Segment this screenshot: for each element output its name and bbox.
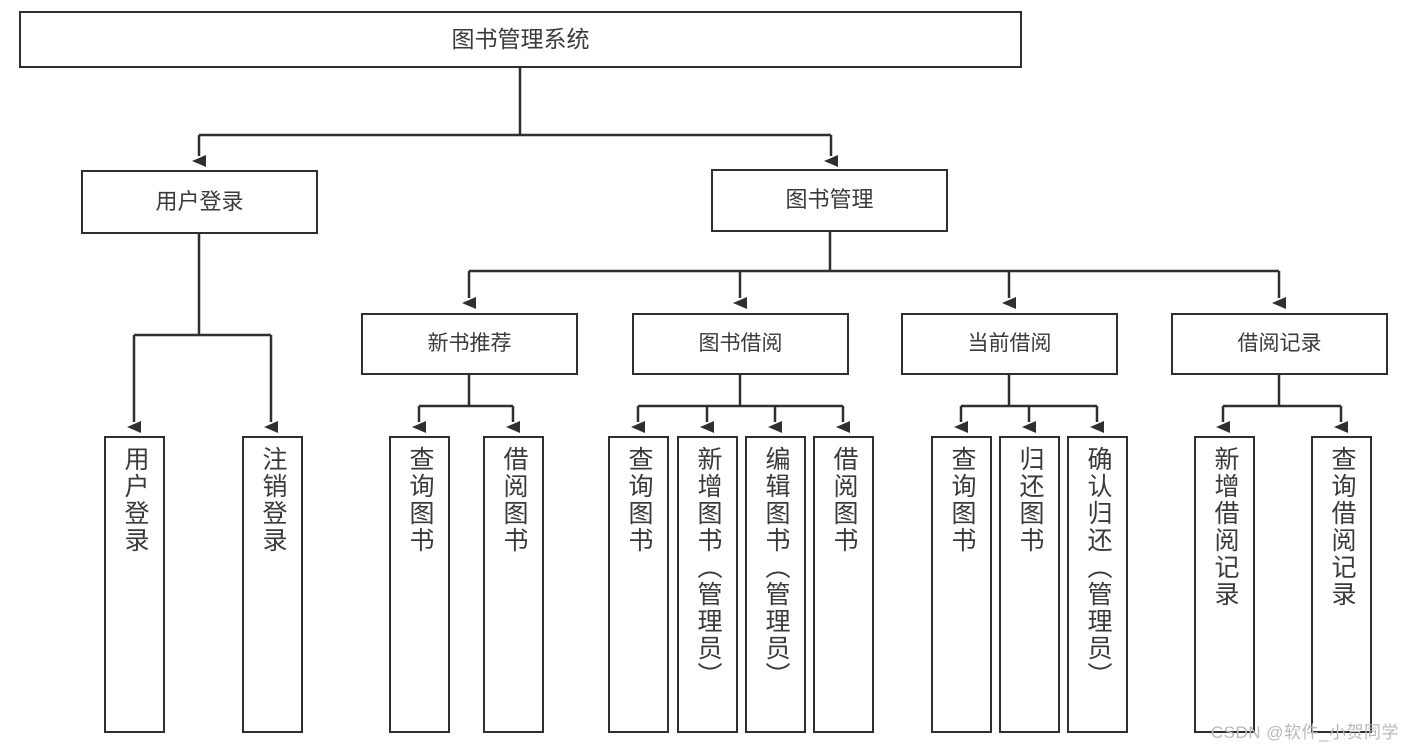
node-label: 新书推荐: [427, 332, 512, 356]
leaf-user-login[interactable]: 用户登录: [104, 436, 165, 733]
node-book-management[interactable]: 图书管理: [711, 169, 948, 232]
node-borrow-record[interactable]: 借阅记录: [1171, 313, 1388, 375]
leaf-query-borrow-record[interactable]: 查询借阅记录: [1311, 436, 1372, 733]
node-root-library-system[interactable]: 图书管理系统: [19, 11, 1022, 68]
watermark: CSDN @软件_小贺同学: [1210, 723, 1399, 742]
node-label: 借阅记录: [1237, 332, 1322, 356]
leaf-return-books[interactable]: 归还图书: [999, 436, 1060, 733]
node-label: 查询图书: [406, 446, 434, 554]
node-label: 编辑图书（管理员）: [762, 446, 790, 689]
node-label: 借阅图书: [500, 446, 528, 554]
node-label: 新增图书（管理员）: [694, 446, 722, 689]
node-label: 新增借阅记录: [1211, 446, 1239, 608]
node-new-book-recommend[interactable]: 新书推荐: [361, 313, 578, 375]
leaf-add-book-admin[interactable]: 新增图书（管理员）: [677, 436, 738, 733]
leaf-borrow-books-recommend[interactable]: 借阅图书: [483, 436, 544, 733]
node-label: 借阅图书: [830, 446, 858, 554]
leaf-logout[interactable]: 注销登录: [242, 436, 303, 733]
node-book-borrow[interactable]: 图书借阅: [632, 313, 849, 375]
node-label: 归还图书: [1016, 446, 1044, 554]
leaf-borrow-books[interactable]: 借阅图书: [813, 436, 874, 733]
leaf-query-books-recommend[interactable]: 查询图书: [389, 436, 450, 733]
node-current-borrow[interactable]: 当前借阅: [901, 313, 1118, 375]
leaf-add-borrow-record[interactable]: 新增借阅记录: [1194, 436, 1255, 733]
node-label: 当前借阅: [967, 332, 1052, 356]
node-label: 图书借阅: [698, 332, 783, 356]
leaf-query-books-borrow[interactable]: 查询图书: [608, 436, 669, 733]
node-label: 图书管理: [785, 187, 874, 213]
node-label: 查询图书: [948, 446, 976, 554]
leaf-query-books-current[interactable]: 查询图书: [931, 436, 992, 733]
leaf-confirm-return-admin[interactable]: 确认归还（管理员）: [1067, 436, 1128, 733]
node-label: 用户登录: [121, 446, 149, 554]
node-label: 用户登录: [155, 188, 244, 214]
node-label: 注销登录: [259, 446, 287, 554]
leaf-edit-book-admin[interactable]: 编辑图书（管理员）: [745, 436, 806, 733]
node-label: 图书管理系统: [451, 25, 590, 52]
node-label: 查询借阅记录: [1328, 446, 1356, 608]
node-label: 查询图书: [625, 446, 653, 554]
node-label: 确认归还（管理员）: [1084, 446, 1112, 689]
node-user-login[interactable]: 用户登录: [81, 170, 318, 234]
